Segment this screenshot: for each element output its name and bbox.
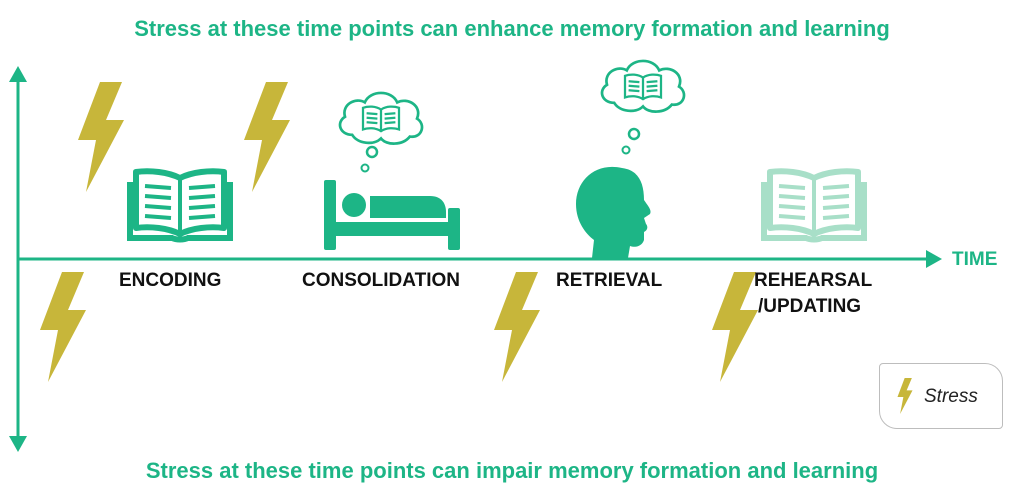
enhance-headline: Stress at these time points can enhance … — [134, 16, 890, 41]
thought-bubble-dot — [627, 127, 641, 141]
sleeping-person-bed-icon — [324, 180, 460, 250]
stress-bolt-icon — [78, 82, 124, 192]
faded-open-book-icon — [764, 171, 864, 239]
thought-cloud-icon — [338, 91, 424, 145]
stress-bolt-icon — [40, 272, 86, 382]
time-axis — [18, 250, 942, 268]
head-silhouette-icon — [576, 166, 651, 258]
stage-label-retrieval: RETRIEVAL — [556, 270, 663, 291]
lightning-bolt-icon — [897, 378, 913, 414]
legend-box: Stress — [879, 363, 1003, 429]
legend-label: Stress — [924, 386, 978, 407]
open-book-icon — [130, 171, 230, 239]
thought-bubble-dot — [365, 145, 379, 159]
stage-label-encoding: ENCODING — [119, 270, 222, 291]
stage-label-consolidation: CONSOLIDATION — [302, 270, 460, 291]
stage-label-updating: /UPDATING — [758, 296, 862, 317]
thought-bubble-dot — [621, 145, 631, 155]
thought-cloud-icon — [600, 59, 686, 113]
stress-bolt-icon — [712, 272, 758, 382]
thought-bubble-dot — [360, 163, 370, 173]
stage-label-rehearsal: REHEARSAL — [754, 270, 873, 291]
stress-bolt-icon — [244, 82, 290, 192]
time-axis-label: TIME — [952, 249, 998, 270]
stress-bolt-icon — [494, 272, 540, 382]
impair-headline: Stress at these time points can impair m… — [145, 458, 879, 483]
